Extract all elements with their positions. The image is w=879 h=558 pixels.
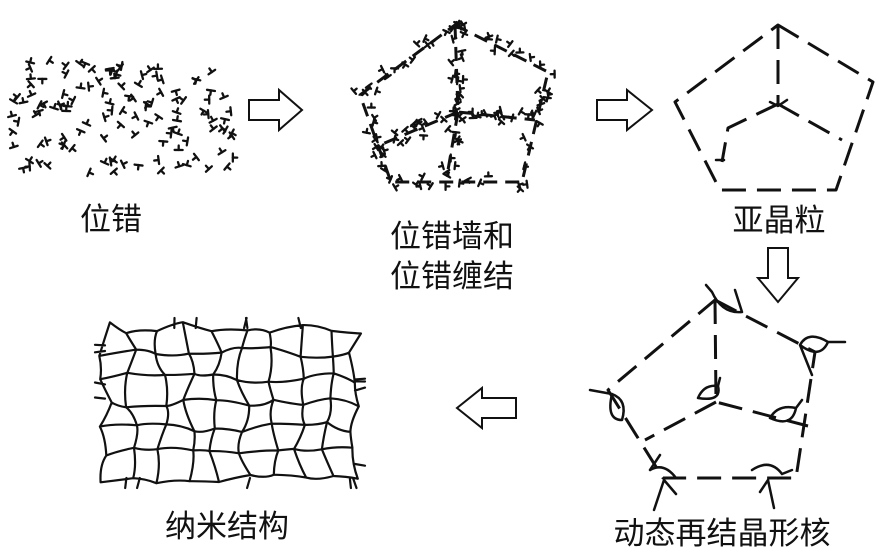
label-drx-nucleation: 动态再结晶形核 bbox=[613, 516, 831, 552]
nanostructure-network bbox=[93, 316, 367, 490]
subgrain-pentagon bbox=[673, 23, 875, 192]
dislocation-walls-pentagon bbox=[350, 19, 556, 193]
right-arrow-2 bbox=[596, 87, 654, 133]
label-dislocation: 位错 bbox=[80, 202, 142, 238]
drx-nucleation-pentagon bbox=[588, 283, 847, 512]
dislocation-field bbox=[7, 55, 239, 178]
left-arrow bbox=[455, 385, 517, 431]
label-nanostructure: 纳米结构 bbox=[165, 509, 289, 545]
label-dislocation-walls: 位错墙和 位错缠结 bbox=[384, 217, 520, 297]
label-wall-line1: 位错墙和 bbox=[390, 219, 514, 255]
label-wall-line2: 位错缠结 bbox=[390, 259, 514, 295]
down-arrow bbox=[755, 247, 801, 304]
label-subgrain: 亚晶粒 bbox=[732, 203, 826, 239]
right-arrow-1 bbox=[248, 87, 304, 133]
